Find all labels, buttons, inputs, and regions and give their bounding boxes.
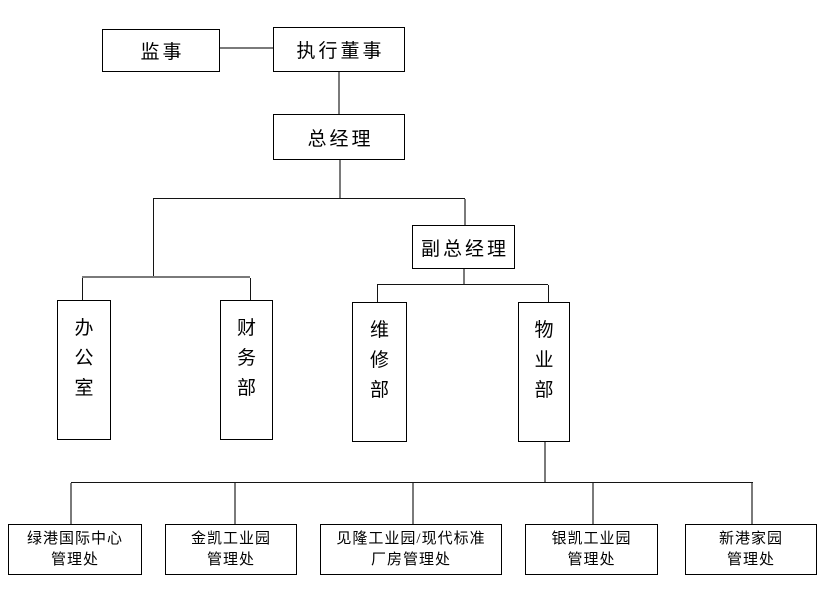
node-jinkai-line1: 金凯工业园 bbox=[190, 530, 271, 547]
node-office: 办公室 bbox=[57, 300, 111, 440]
connector-executive-to-gm bbox=[338, 72, 340, 114]
node-lvgang-line2: 管理处 bbox=[50, 551, 99, 568]
node-deputy-general-manager-label: 副总经理 bbox=[420, 238, 509, 260]
connector-rail-maint-property bbox=[377, 284, 548, 285]
node-executive-director: 执行董事 bbox=[273, 27, 405, 72]
connector-deputy-gm-stem bbox=[463, 269, 465, 284]
node-supervisor-label: 监事 bbox=[140, 42, 185, 63]
node-maintenance-dept: 维修部 bbox=[352, 302, 407, 442]
connector-rail-level2 bbox=[153, 198, 465, 199]
node-deputy-general-manager: 副总经理 bbox=[412, 225, 515, 269]
connector-drop-left-branch bbox=[153, 198, 154, 277]
node-jinkai-line2: 管理处 bbox=[206, 551, 255, 568]
node-executive-director-label: 执行董事 bbox=[296, 41, 385, 62]
connector-property-stem bbox=[544, 442, 546, 482]
connector-drop-jianlong bbox=[412, 483, 414, 524]
connector-drop-deputy-gm bbox=[464, 199, 466, 225]
connector-drop-jinkai bbox=[234, 483, 236, 524]
node-xingang-line2: 管理处 bbox=[726, 551, 775, 568]
connector-drop-office bbox=[82, 278, 83, 300]
node-jianlong-office: 见隆工业园/现代标准 厂房管理处 bbox=[320, 524, 502, 575]
node-general-manager: 总经理 bbox=[273, 114, 405, 160]
node-yinkai-line1: 银凯工业园 bbox=[551, 530, 632, 547]
connector-drop-xingang bbox=[751, 483, 753, 524]
node-finance-dept-label: 财务部 bbox=[236, 318, 256, 399]
connector-supervisor-executive bbox=[220, 47, 273, 49]
node-yinkai-office: 银凯工业园 管理处 bbox=[525, 524, 658, 575]
connector-drop-maintenance bbox=[377, 285, 378, 302]
connector-drop-lvgang bbox=[70, 483, 72, 524]
node-lvgang-line1: 绿港国际中心 bbox=[26, 530, 123, 547]
node-property-dept-label: 物业部 bbox=[534, 320, 554, 401]
node-jinkai-office: 金凯工业园 管理处 bbox=[165, 524, 297, 575]
connector-drop-finance bbox=[250, 278, 251, 300]
node-property-dept: 物业部 bbox=[518, 302, 570, 442]
node-lvgang-office: 绿港国际中心 管理处 bbox=[8, 524, 142, 575]
node-general-manager-label: 总经理 bbox=[307, 128, 374, 150]
connector-gm-stem bbox=[339, 160, 341, 199]
node-supervisor: 监事 bbox=[102, 29, 220, 72]
node-xingang-line1: 新港家园 bbox=[718, 530, 783, 547]
connector-rail-bottom bbox=[71, 482, 753, 483]
node-finance-dept: 财务部 bbox=[220, 300, 273, 440]
connector-drop-property bbox=[548, 285, 549, 302]
node-office-label: 办公室 bbox=[74, 318, 94, 399]
connector-drop-yinkai bbox=[592, 483, 594, 524]
connector-rail-office-finance bbox=[82, 276, 250, 278]
node-yinkai-line2: 管理处 bbox=[567, 551, 616, 568]
node-maintenance-dept-label: 维修部 bbox=[369, 320, 389, 401]
node-jianlong-line2: 厂房管理处 bbox=[370, 551, 451, 568]
node-jianlong-line1: 见隆工业园/现代标准 bbox=[336, 530, 486, 547]
node-xingang-office: 新港家园 管理处 bbox=[685, 524, 817, 575]
